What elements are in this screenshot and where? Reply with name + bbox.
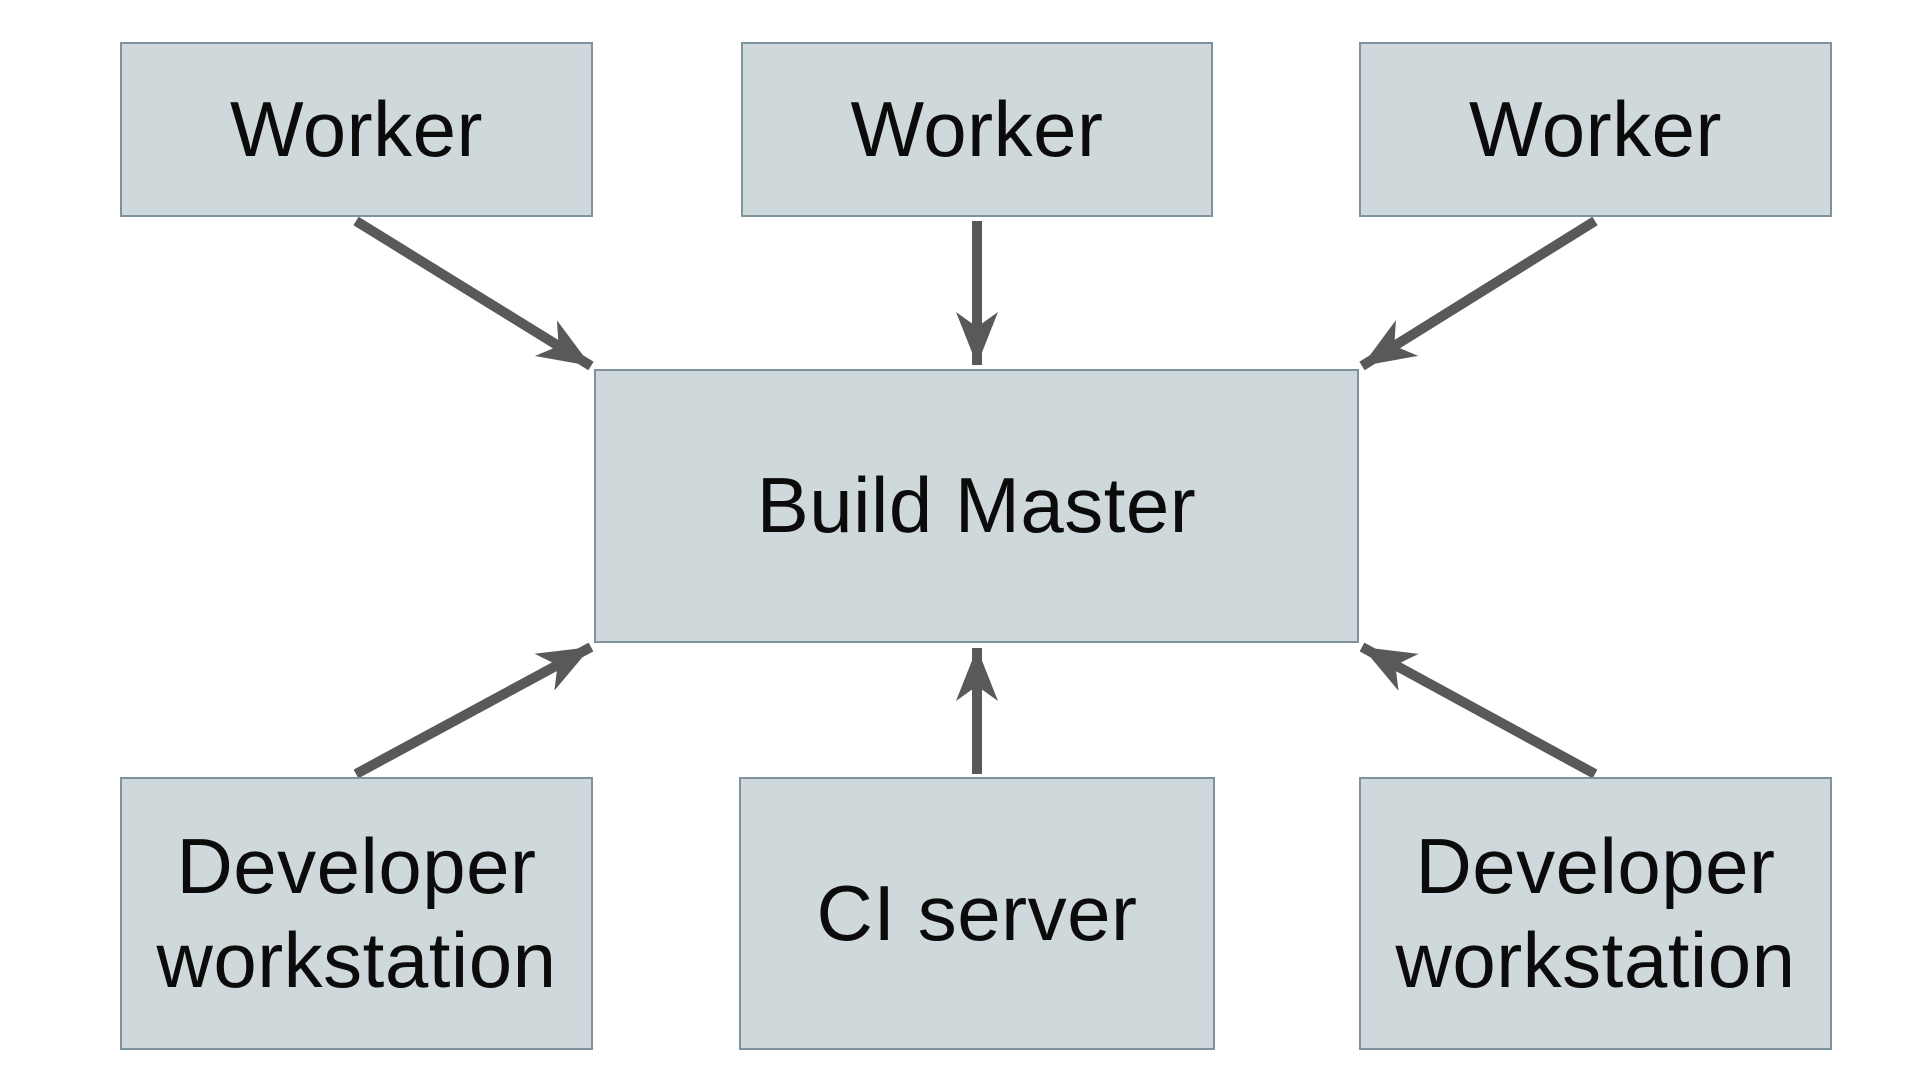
node-worker-1: Worker <box>120 42 593 217</box>
node-ci-server-label: CI server <box>816 868 1138 957</box>
node-worker-3-label: Worker <box>1469 84 1722 173</box>
node-worker-1-label: Worker <box>230 84 483 173</box>
node-worker-2: Worker <box>741 42 1213 217</box>
arrow-dev-workstation-right-to-build-master <box>1359 642 1598 779</box>
arrow-worker3-to-build-master <box>1359 216 1598 371</box>
arrow-worker1-to-build-master <box>353 216 594 371</box>
node-ci-server: CI server <box>739 777 1215 1050</box>
node-developer-workstation-left-label: Developer workstation <box>156 821 557 1004</box>
node-worker-3: Worker <box>1359 42 1832 217</box>
node-worker-2-label: Worker <box>850 84 1104 173</box>
node-build-master: Build Master <box>594 369 1359 643</box>
node-developer-workstation-right: Developer workstation <box>1359 777 1832 1050</box>
arrow-dev-workstation-left-to-build-master <box>353 642 594 779</box>
node-build-master-label: Build Master <box>756 461 1197 550</box>
node-developer-workstation-left: Developer workstation <box>120 777 593 1050</box>
node-developer-workstation-right-label: Developer workstation <box>1395 821 1796 1004</box>
